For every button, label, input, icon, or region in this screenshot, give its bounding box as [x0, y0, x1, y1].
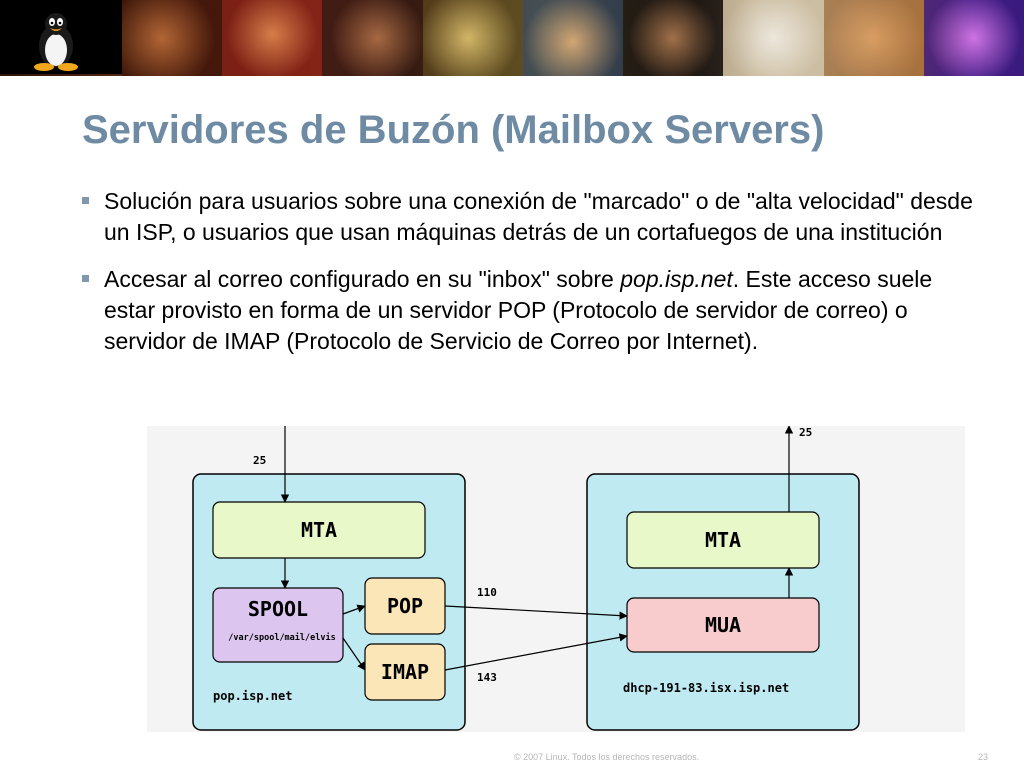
photo-tile [723, 0, 824, 76]
spool-box [212, 587, 344, 663]
server-hostname-label: pop.isp.net [213, 689, 292, 703]
pop-label: POP [387, 594, 423, 618]
photo-tile [923, 0, 1024, 76]
client-mta-label: MTA [705, 528, 741, 552]
tux-logo [0, 0, 122, 74]
mailbox-diagram: MTA SPOOL /var/spool/mail/elvis POP IMAP… [147, 426, 965, 732]
page-number: 23 [978, 752, 989, 762]
bullet-list: Solución para usuarios sobre una conexió… [80, 186, 980, 373]
bullet-item: Solución para usuarios sobre una conexió… [80, 186, 980, 248]
spool-path-label: /var/spool/mail/elvis [228, 632, 335, 643]
photo-tile [322, 0, 423, 76]
bullet-text: Accesar al correo configurado en su "inb… [104, 264, 980, 357]
footer-copyright: © 2007 Linux. Todos los derechos reserva… [514, 752, 700, 762]
client-hostname-label: dhcp-191-83.isx.isp.net [623, 681, 789, 695]
penguin-icon [34, 13, 78, 71]
pop-to-mua-arrow [444, 605, 628, 620]
pop-port-label: 110 [477, 586, 497, 599]
imap-to-mua-arrow [444, 633, 628, 671]
inbound-port-label: 25 [253, 454, 266, 467]
server-mta-box [212, 501, 426, 559]
mua-box [626, 597, 820, 653]
photo-tile [623, 0, 724, 76]
spool-to-pop-arrow [342, 604, 366, 615]
bullet-item: Accesar al correo configurado en su "inb… [80, 264, 980, 357]
photo-tile [222, 0, 323, 76]
square-bullet-icon [82, 197, 89, 204]
bullet-text-start: Accesar al correo configurado en su "inb… [104, 266, 621, 292]
photo-collage [122, 0, 1024, 76]
imap-box [364, 643, 446, 701]
header-banner [0, 0, 1024, 76]
imap-port-label: 143 [477, 671, 497, 684]
slide-title: Servidores de Buzón (Mailbox Servers) [82, 108, 825, 152]
outbound-port-label: 25 [799, 426, 812, 439]
mua-label: MUA [705, 613, 741, 637]
photo-tile [522, 0, 624, 76]
bullet-text: Solución para usuarios sobre una conexió… [104, 188, 973, 245]
imap-label: IMAP [381, 660, 429, 684]
photo-tile [122, 0, 223, 76]
server-mta-label: MTA [301, 518, 337, 542]
spool-to-imap-arrow [342, 637, 366, 671]
spool-label: SPOOL [248, 597, 308, 621]
mail-flow-diagram: MTA SPOOL /var/spool/mail/elvis POP IMAP… [192, 426, 860, 731]
photo-tile [422, 0, 523, 76]
client-mta-box [626, 511, 820, 569]
square-bullet-icon [82, 275, 89, 282]
bullet-text-end: . Este acceso suele estar provisto en fo… [104, 266, 933, 354]
hostname-emphasis: pop.isp.net [620, 266, 733, 292]
photo-tile [823, 0, 924, 76]
